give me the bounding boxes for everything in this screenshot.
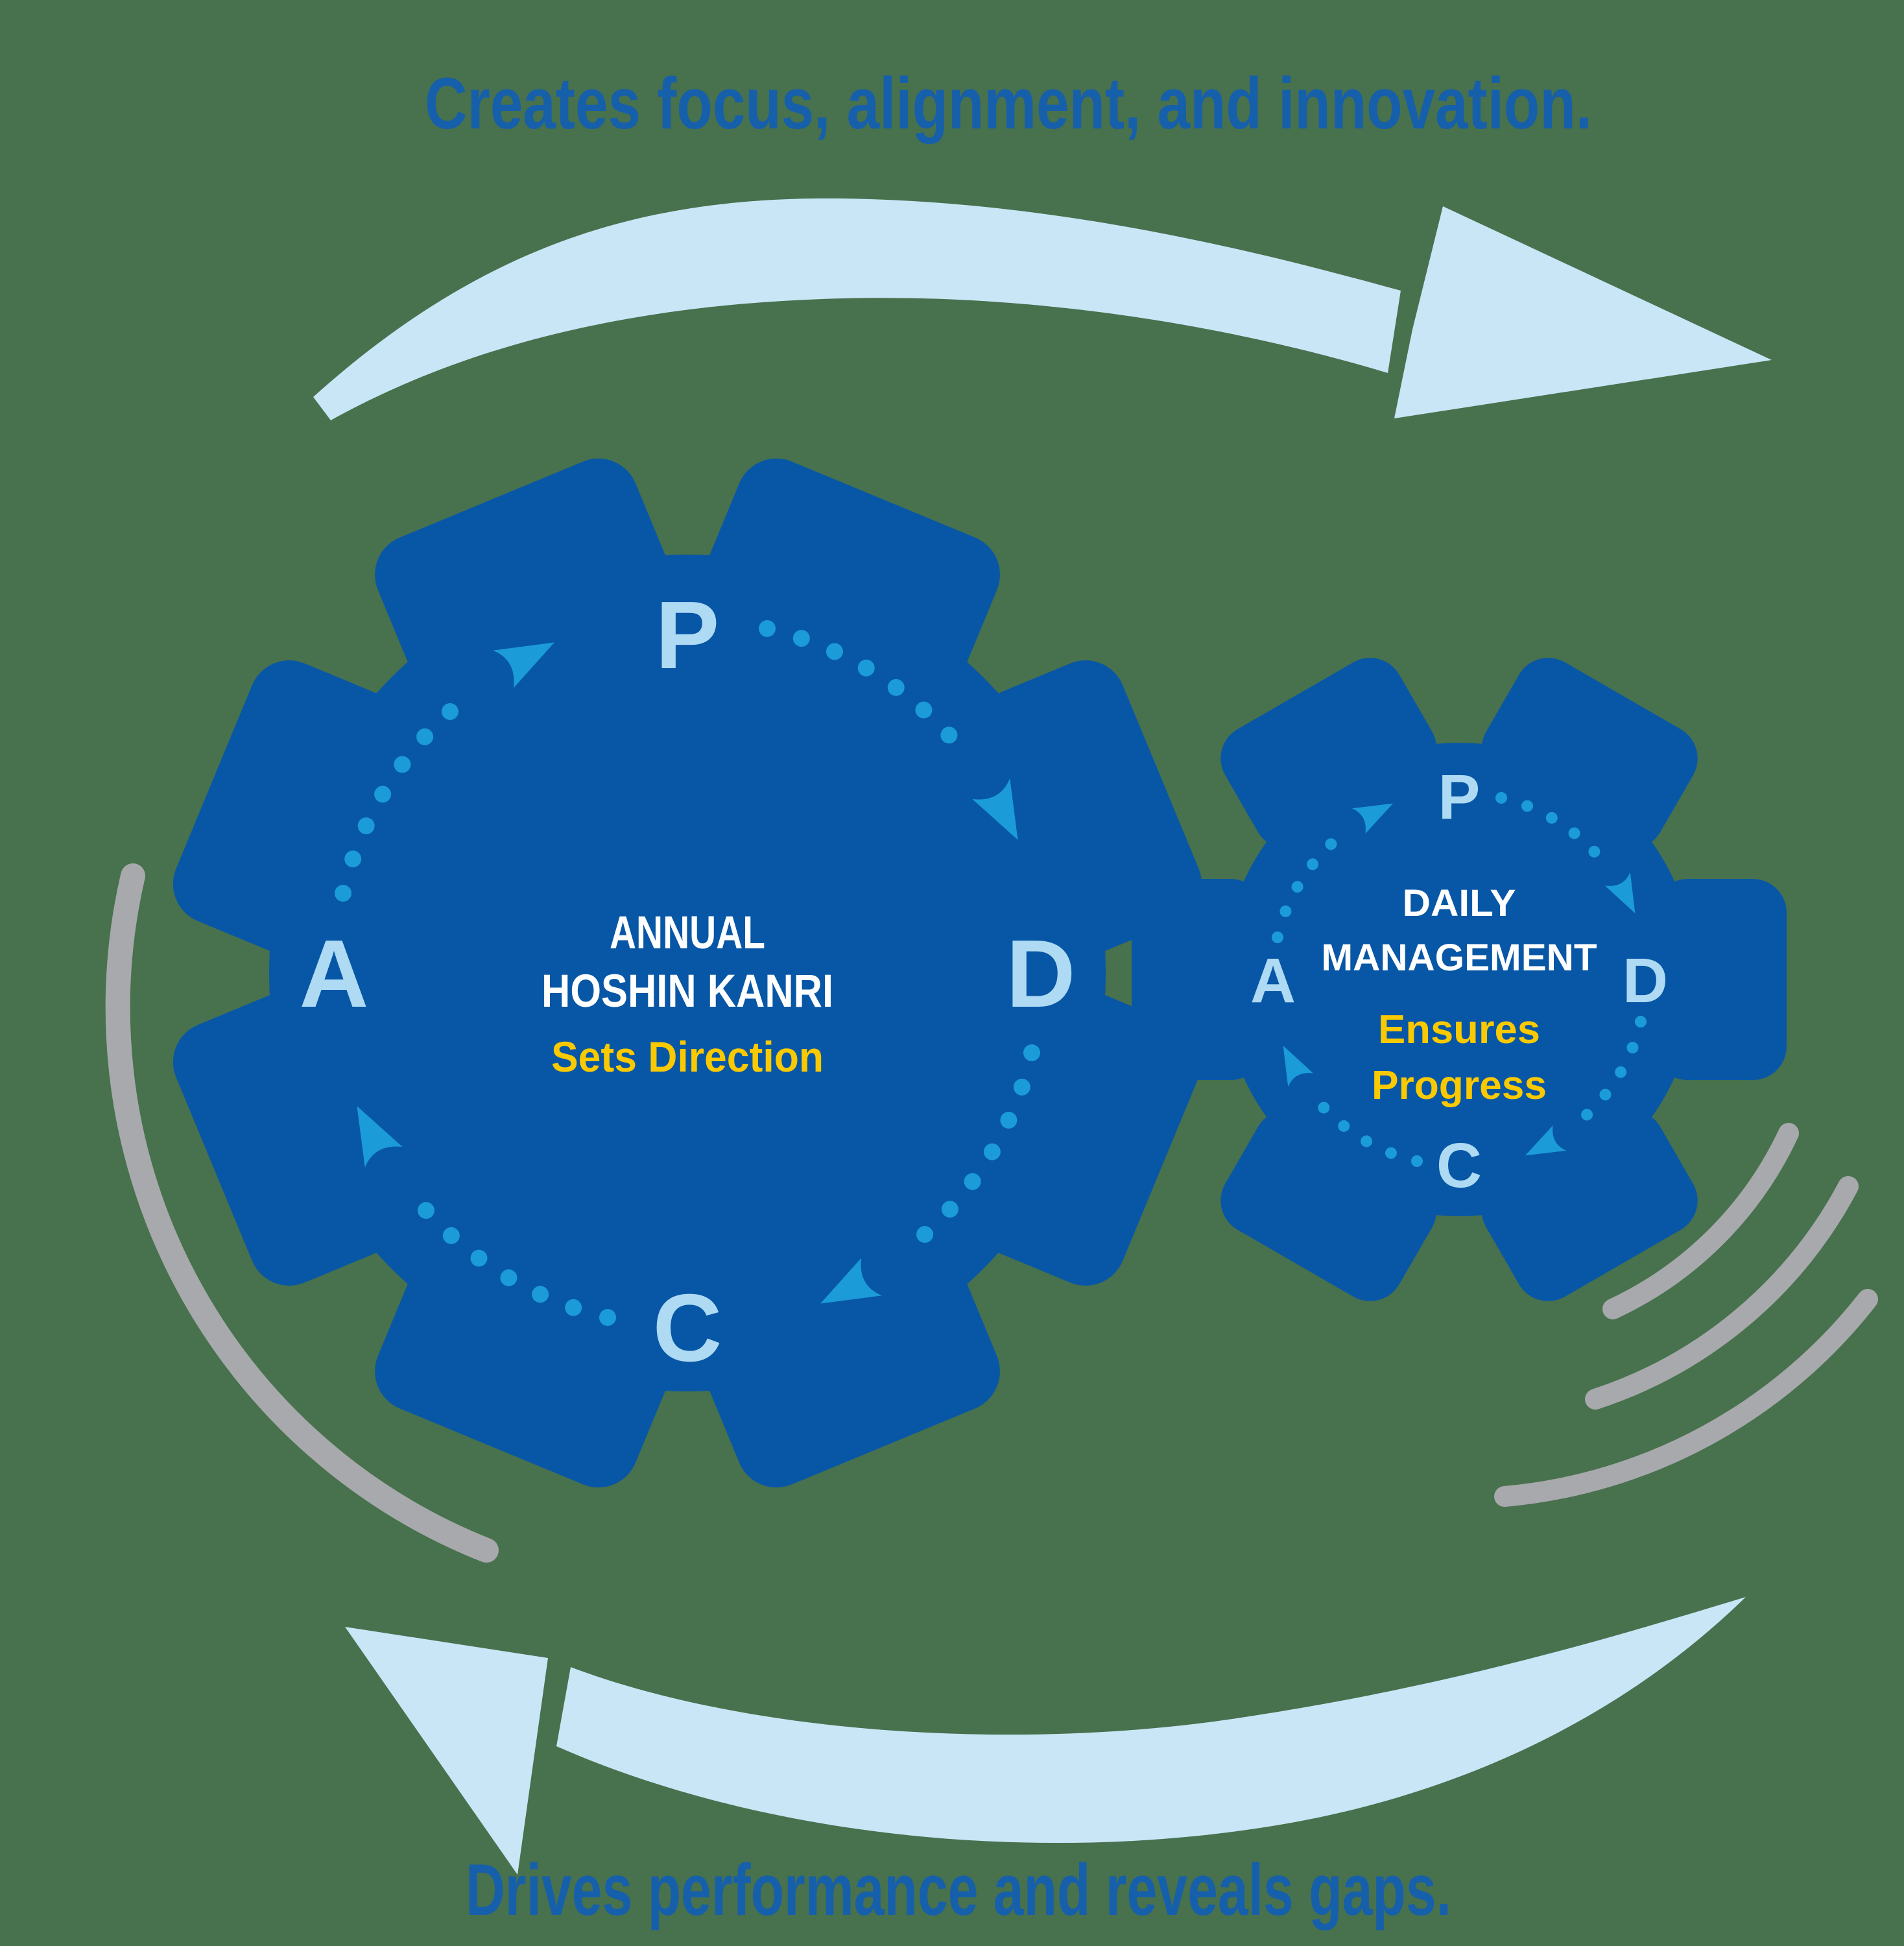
pdca-letter-check: C: [1436, 1130, 1482, 1201]
motion-arc-right-2: [1585, 1176, 1859, 1410]
gear-title-line1: DAILY: [1403, 882, 1516, 924]
pdca-dotted-arc: [409, 1192, 616, 1326]
pdca-dotted-arc: [1272, 831, 1345, 943]
pdca-dotted-arc: [906, 1044, 1040, 1252]
gear-body: [1222, 743, 1696, 1216]
pdca-dotted-arc: [1573, 1016, 1647, 1128]
motion-arc-right-1: [1602, 1123, 1799, 1319]
pdca-letter-act: A: [300, 920, 369, 1027]
top-cycle-arrowhead-icon: [1394, 206, 1772, 418]
top-cycle-arrow-body: [313, 198, 1401, 420]
gear-title-line1: ANNUAL: [610, 907, 765, 959]
gear-subtitle-line2: Progress: [1372, 1063, 1547, 1108]
pdca-dotted-arc: [335, 694, 469, 902]
gear-title-line2: MANAGEMENT: [1322, 937, 1597, 979]
gear-title-line2: HOSHIN KANRI: [541, 966, 833, 1017]
gear-body: [269, 555, 1106, 1391]
motion-arc-right-3: [1494, 1289, 1878, 1507]
pdca-letter-check: C: [653, 1275, 722, 1382]
daily-management-gear: P D C A DAILY MANAGEMENT Ensures Progres…: [1132, 658, 1787, 1301]
bottom-cycle-arrow: [345, 1597, 1746, 1875]
gear-tooth: [1220, 1110, 1437, 1301]
bottom-cycle-arrowhead-icon: [345, 1627, 548, 1875]
annual-hoshin-kanri-gear: P D C A ANNUAL HOSHIN KANRI Sets Directi…: [173, 458, 1202, 1488]
bottom-cycle-arrow-body: [556, 1597, 1746, 1844]
gear-tooth: [1220, 658, 1437, 849]
pdca-letter-plan: P: [1438, 762, 1481, 832]
motion-arc-left: [105, 863, 499, 1563]
pdca-letter-plan: P: [656, 582, 720, 689]
pdca-dotted-arc: [1311, 1094, 1423, 1167]
top-cycle-arrow: [313, 198, 1772, 420]
pdca-letter-do: D: [1623, 945, 1668, 1016]
pdca-dotted-arc: [759, 620, 967, 754]
gear-tooth: [1481, 1110, 1698, 1301]
pdca-letter-act: A: [1250, 945, 1296, 1016]
pdca-dotted-arc: [1495, 792, 1608, 866]
gear-subtitle-line1: Ensures: [1378, 1007, 1540, 1052]
top-caption: Creates focus, alignment, and innovation…: [425, 63, 1592, 144]
pdca-letter-do: D: [1006, 920, 1076, 1027]
gear-subtitle: Sets Direction: [551, 1033, 824, 1081]
bottom-caption: Drives performance and reveals gaps.: [466, 1849, 1451, 1930]
gear-tooth: [1481, 658, 1698, 849]
